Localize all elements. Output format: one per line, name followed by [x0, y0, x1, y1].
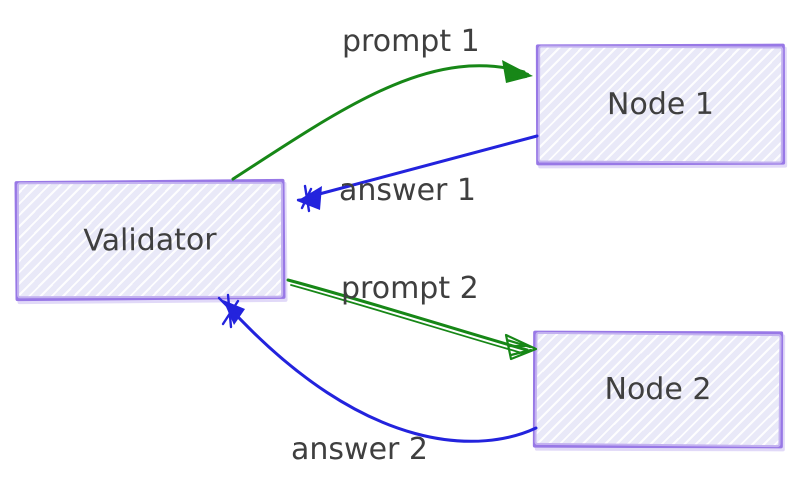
- node1-box: Node 1: [535, 43, 786, 166]
- prompt2-arrowhead-icon: [504, 333, 538, 361]
- answer2-arrowhead-scribble: [217, 293, 245, 329]
- node2-label: Node 2: [604, 371, 712, 408]
- validator-label: Validator: [83, 221, 217, 259]
- answer2-arrowhead-icon: [223, 300, 245, 325]
- node1-label: Node 1: [606, 86, 714, 123]
- node2-box: Node 2: [532, 330, 784, 449]
- answer2-line: [224, 302, 538, 443]
- edge-answer2: [217, 293, 538, 443]
- validator-box: Validator: [14, 178, 286, 302]
- prompt1-label: prompt 1: [342, 24, 480, 59]
- answer1-arrowhead-scribble: [296, 184, 319, 213]
- prompt2-label: prompt 2: [341, 271, 479, 306]
- prompt1-arrowhead-icon: [502, 60, 533, 83]
- answer1-label: answer 1: [339, 173, 476, 208]
- answer1-arrowhead-icon: [297, 186, 322, 210]
- prompt1-line: [231, 64, 526, 181]
- edge-prompt1: [231, 60, 533, 181]
- prompt1-arrowhead-scribble: [504, 65, 529, 80]
- answer2-label: answer 2: [291, 432, 428, 467]
